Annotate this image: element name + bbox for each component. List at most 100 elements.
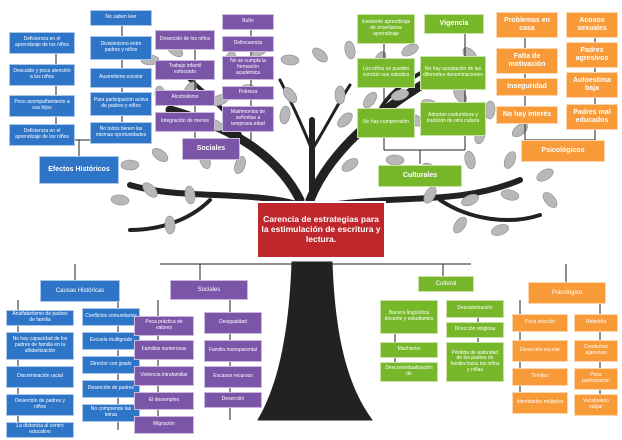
effect-item: Bulín: [222, 14, 274, 30]
cause-item: No comprende las letras: [82, 404, 140, 422]
effect-item: Para participación activa de padres y ni…: [90, 92, 152, 116]
cause-item: Violencia intrafamiliar: [134, 366, 194, 386]
leaf: [337, 112, 353, 128]
effect-item: No todos tienen las mismas oportunidades: [90, 122, 152, 144]
cause-item: Dirección religiosa: [446, 322, 504, 338]
leaf: [341, 158, 359, 172]
cause-item: Timidez: [512, 368, 568, 386]
cause-item: Deserción de padres y niños: [6, 394, 74, 416]
effect-item: Deserción de los niños: [155, 30, 215, 50]
leaf: [512, 122, 528, 138]
effect-item: No hay interés: [496, 106, 558, 124]
cause-item: Escasos recursos: [204, 366, 262, 388]
effect-item: Pobreza: [222, 86, 274, 100]
cause-item: Director con grado: [82, 356, 140, 374]
cause-item: Discriminación racial: [6, 366, 74, 388]
causes-sociales-title: Sociales: [170, 280, 248, 300]
effect-item: Adoptan costumbres y tradición de otra c…: [420, 102, 486, 136]
leaf: [164, 215, 176, 235]
cause-item: Rebeldía: [574, 314, 618, 332]
leaf: [491, 224, 509, 236]
effects-psicologicos-title: Psicológicos: [521, 140, 605, 162]
cause-item: No hay capacidad de los padres de famili…: [6, 332, 74, 360]
effect-item: Trabajo infantil esforzado: [155, 60, 215, 80]
cause-item: Poca relación: [512, 314, 568, 332]
cause-item: Pérdida de autoridad de los padres de fa…: [446, 342, 504, 382]
leaf: [234, 156, 246, 174]
cause-item: Identidades múltiples: [512, 392, 568, 414]
cause-item: Vocabulario vulgar: [574, 394, 618, 416]
causes-psicologico-title: Psicológico: [528, 282, 606, 304]
cause-item: Barrera lingüística docente y estudiante…: [380, 300, 438, 334]
cause-item: El desempleo: [134, 392, 194, 410]
effect-item: Poco acompañamiento a sus hijos: [9, 95, 75, 117]
effect-item: Ausentismo escolar: [90, 68, 152, 88]
leaf: [334, 85, 346, 105]
leaf: [279, 105, 291, 125]
effect-item: Matrimonios de señoritas a temprana edad: [222, 106, 274, 132]
leaf: [453, 216, 467, 234]
cause-item: Descontextualización de: [380, 362, 438, 382]
cause-item: Poca participación: [574, 368, 618, 390]
leaf: [280, 54, 300, 66]
leaf: [142, 182, 158, 198]
leaf: [151, 148, 169, 162]
leaf: [423, 186, 437, 204]
effect-item: Vigencia: [424, 14, 484, 34]
leaf: [312, 47, 328, 63]
effect-item: Descuido y poca atención a los niños: [9, 64, 75, 86]
causes-cultural-title: Cultural: [418, 276, 474, 292]
effect-item: Inseguridad: [496, 78, 558, 96]
effects-sociales-title: Sociales: [182, 138, 240, 160]
cause-item: Analfabetismo de padres de familia: [6, 310, 74, 326]
leaf: [503, 151, 517, 169]
cause-item: Deserción escolar: [512, 340, 568, 362]
effects-culturales-title: Culturales: [378, 165, 462, 187]
leaf: [464, 150, 476, 170]
effect-item: Integración de menos: [155, 112, 215, 132]
leaf: [282, 86, 298, 104]
effect-item: Deficiencia en el aprendizaje de los niñ…: [9, 124, 75, 146]
leaf: [461, 193, 479, 207]
leaf: [344, 40, 356, 60]
leaf: [500, 189, 520, 201]
leaf: [484, 100, 496, 120]
cause-item: Deserción de padres: [82, 380, 140, 398]
leaf: [385, 154, 405, 166]
tree-trunk: [257, 261, 373, 421]
cause-item: Escuela multigrado: [82, 332, 140, 350]
leaf: [184, 185, 196, 205]
effect-item: Problemas en casa: [496, 12, 558, 38]
cause-item: Familia monoparental: [204, 340, 262, 362]
leaf: [536, 168, 554, 182]
effect-item: Alcoholismo: [155, 90, 215, 106]
cause-item: Familias numerosas: [134, 340, 194, 360]
cause-item: Desvalorización: [446, 300, 504, 318]
leaf: [120, 159, 140, 171]
effect-item: Padres agresivos: [566, 42, 618, 68]
leaf: [363, 91, 377, 109]
cause-item: Deserción: [204, 392, 262, 408]
effect-item: Falta de motivación: [496, 48, 558, 74]
effect-item: Padres mal educados: [566, 104, 618, 130]
cause-item: Conflictos comunitarios: [82, 308, 140, 326]
effect-item: Divisionismo entre padres y niños: [90, 36, 152, 60]
cause-item: Conductas agresivas: [574, 340, 618, 362]
effect-item: Delincuencia: [222, 36, 274, 52]
effect-item: Los niños no pueden concluir sus estudio…: [357, 58, 415, 88]
cause-item: Machismo: [380, 342, 438, 358]
effect-item: Deficiencia en el aprendizaje de los niñ…: [9, 32, 75, 54]
leaf: [390, 89, 410, 101]
leaf: [542, 192, 558, 208]
effect-item: Insistente aprendizaje de enseñanza apre…: [357, 14, 415, 44]
cause-item: La distancia al centro educativo: [6, 422, 74, 438]
effect-item: Autoestima baja: [566, 72, 618, 98]
cause-item: Migración: [134, 416, 194, 434]
effect-item: No hay comprensión: [357, 108, 415, 138]
central-problem-box: Carencia de estrategias para la estimula…: [256, 201, 386, 259]
effect-item: Acosos sexuales: [566, 12, 618, 38]
leaf: [401, 43, 419, 57]
leaf: [110, 194, 130, 206]
effects-historicos-title: Efectos Históricos: [39, 156, 119, 184]
